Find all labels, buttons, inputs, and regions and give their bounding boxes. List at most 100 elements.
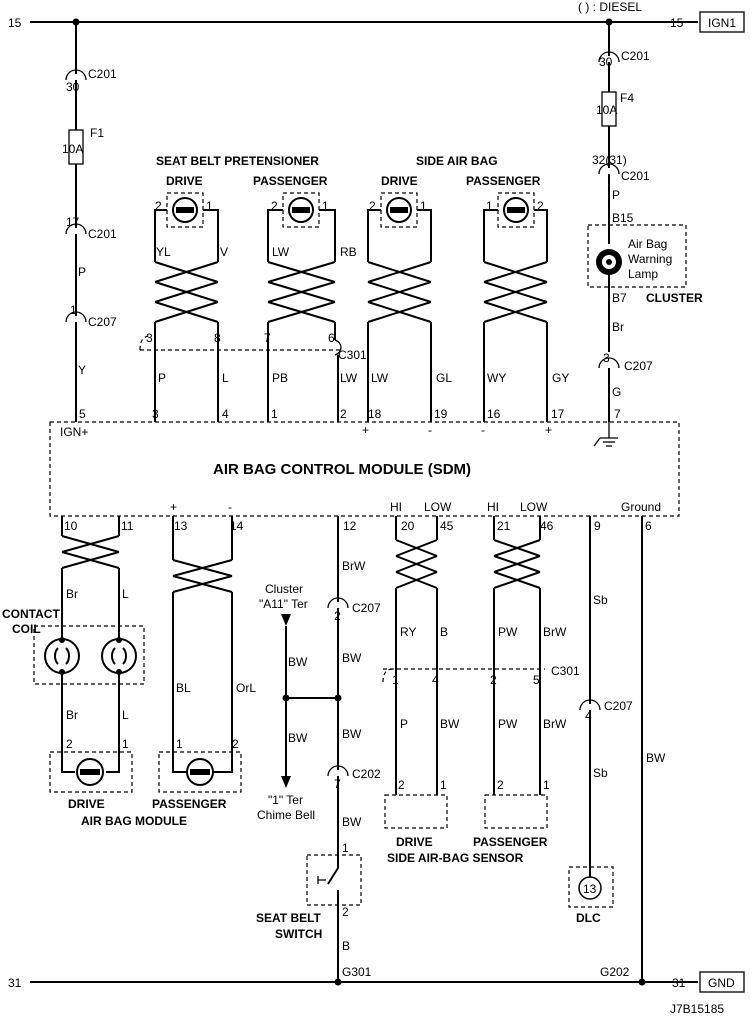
wire-color: PW [498,717,518,731]
device-label: DRIVE [166,174,203,188]
pin: 1 [420,199,427,213]
pin: 30 [66,80,80,94]
pin: 30 [599,55,613,69]
pin: 1 [206,199,213,213]
fuse-rating: 10A [596,103,617,117]
wire-color: Sb [593,593,608,607]
wire-color: PW [498,625,518,639]
connector-label: C207 [624,359,653,373]
sdm-pin: 20 [401,519,415,533]
power-rail-ign1: 15 15 IGN1 ( ) : DIESEL [8,0,745,33]
pin: 2 [232,737,239,751]
module-label-passenger: PASSENGER [152,797,227,811]
wire-color: WY [487,371,506,385]
top-device-passenger-pretensioner: PASSENGER 2 1 LW RB [253,174,357,259]
sdm-pin: 9 [594,519,601,533]
wire-color: B [440,625,448,639]
wire-color: BW [440,717,460,731]
ground-rail: 31 31 GND [8,971,745,993]
pin: 1 [392,673,399,687]
wire-color: P [612,188,620,202]
wire-color: BW [288,655,308,669]
ign-label: IGN+ [60,425,88,439]
connector-label: C201 [621,49,650,63]
pin: 2 [398,778,405,792]
sdm-pin: 18 [368,407,382,421]
wire-color: RY [400,625,416,639]
polarity-plus: + [170,500,177,514]
wire-color: BW [646,751,666,765]
cluster-label: CLUSTER [646,291,703,305]
polarity-minus: - [428,423,432,437]
wire-color: LW [272,245,290,259]
pin: 6 [328,331,335,345]
wire-color: RB [340,245,357,259]
top-device-passenger-side-airbag: PASSENGER 1 2 [466,174,544,228]
fuse-name: F1 [90,126,104,140]
pin: 1 [176,737,183,751]
pin: 32(31) [592,153,627,167]
pin: 5 [533,673,540,687]
pin: 8 [214,331,221,345]
module-label-airbag-module: AIR BAG MODULE [81,814,187,828]
sdm-pin: 16 [487,407,501,421]
wire-color: P [78,265,86,279]
right-power-feed: 30 C201 F4 10A 32(31) C201 P B15 Air Bag… [587,22,703,422]
wire-color: L [122,587,129,601]
dlc-pin: 13 [583,882,597,896]
sdm-title: AIR BAG CONTROL MODULE (SDM) [213,461,471,478]
fuse-rating: 10A [62,142,83,156]
sdm-pin: 3 [152,407,159,421]
wire-color: Sb [593,766,608,780]
pin: 1 [122,737,129,751]
label-low: LOW [520,500,548,514]
dlc-circuit: Sb 4 C207 Sb 13 DLC [568,516,633,925]
pin: B7 [612,291,627,305]
connector-label: C207 [352,601,381,615]
pin: 4 [432,673,439,687]
ign1-label: IGN1 [708,16,736,30]
device-label: PASSENGER [253,174,328,188]
pin: 2 [66,737,73,751]
pin: 1 [322,199,329,213]
device-label: PASSENGER [466,174,541,188]
wire-color: P [158,371,166,385]
gnd-label: GND [708,976,735,990]
sdm-pin: 6 [645,519,652,533]
chime-ter-1: "1" Ter [268,793,303,807]
connector-label: C301 [338,348,367,362]
pin: 2 [155,199,162,213]
pin: 2 [490,673,497,687]
connector-label: C201 [88,227,117,241]
polarity-minus: - [228,500,232,514]
group-label-pretensioner: SEAT BELT PRETENSIONER [156,154,319,168]
wire-color: YL [156,245,171,259]
pin: 1 [486,199,493,213]
contact-coil-label-2: COIL [12,622,41,636]
wire-color: Br [66,587,78,601]
fuse-name: F4 [620,91,634,105]
wire-color: P [400,717,408,731]
lamp-label-1: Air Bag [628,237,667,251]
diesel-note: ( ) : DIESEL [578,0,642,14]
pin: 4 [585,709,592,723]
pin: 17 [66,215,80,229]
sensor-label-drive: DRIVE [396,835,433,849]
seatbelt-switch-label-1: SEAT BELT [256,911,322,925]
wire-color: BW [342,815,362,829]
sdm-pin: 7 [614,407,621,421]
wire-color: PB [272,371,288,385]
connector-label: C207 [88,315,117,329]
cluster-ter-2: "A11" Ter [259,597,308,611]
rail-number-top-right: 15 [670,16,684,30]
pin: 1 [342,841,349,855]
polarity-minus: - [481,423,485,437]
ground-label: Ground [621,500,661,514]
label-hi: HI [487,500,499,514]
pin: 2 [369,199,376,213]
sdm-pin: 4 [222,407,229,421]
wire-color: V [220,245,228,259]
wire-color: OrL [236,681,256,695]
sdm-pin: 46 [540,519,554,533]
